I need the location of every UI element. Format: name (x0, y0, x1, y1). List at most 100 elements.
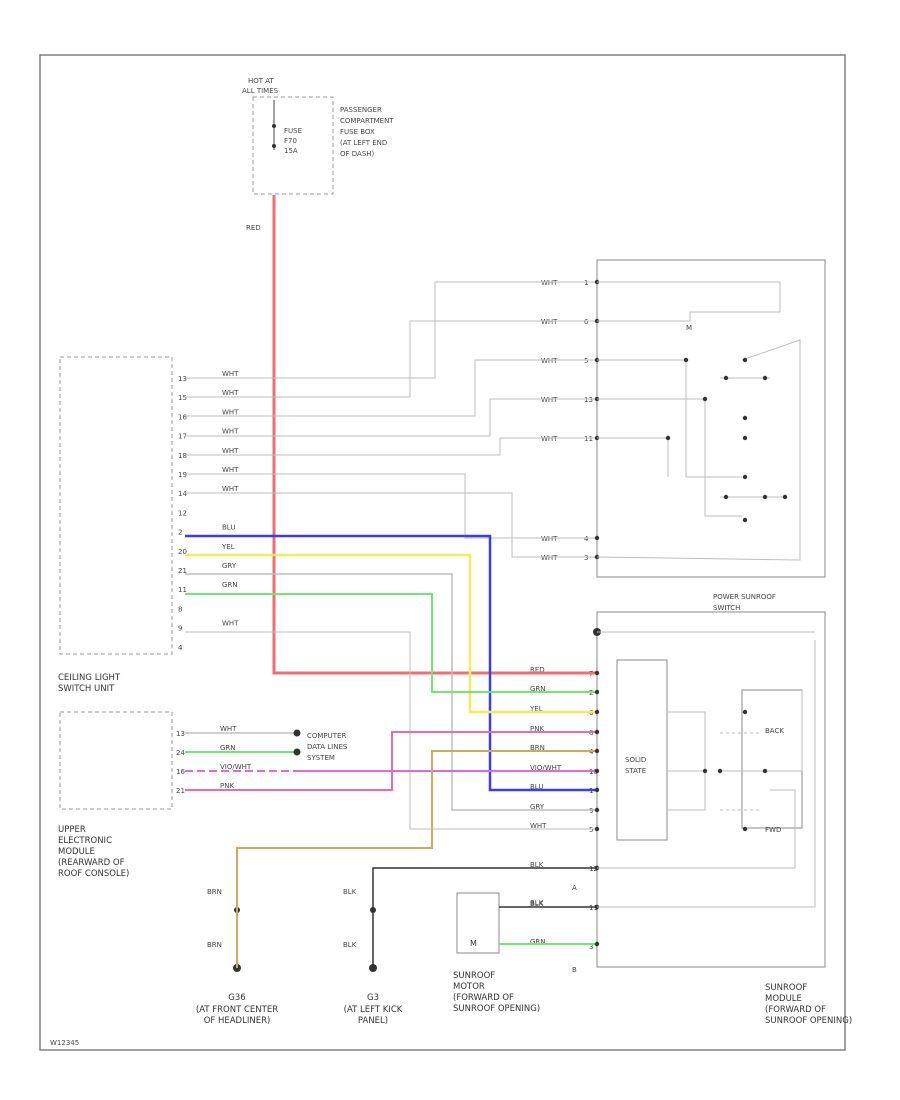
switch-title-line: POWER SUNROOF (713, 593, 776, 601)
ceiling-pin-number: 4 (178, 644, 183, 652)
module-pin-number: 3 (589, 943, 593, 951)
relay-back-label: BACK (765, 727, 784, 735)
switch-contact (782, 494, 788, 500)
module-caption-line: MODULE (765, 994, 802, 1004)
switch-terminal (594, 535, 600, 541)
module-pin-a: A (572, 884, 577, 892)
diagram-frame (39, 54, 846, 1051)
power-sunroof-switch-box (596, 259, 826, 578)
ceiling-light-pins: 13WHT15WHT16WHT17WHT18WHT19WHT14WHT122BL… (178, 370, 239, 652)
module-pin-number: 11 (589, 904, 598, 912)
ceiling-wire-label: WHT (222, 620, 239, 628)
switch-top-pin-number: 13 (584, 396, 593, 404)
ceiling-wire-label: WHT (222, 466, 239, 474)
module-terminal (594, 729, 600, 735)
module-caption-line: SUNROOF (765, 983, 807, 993)
ground-name: G3 (367, 993, 379, 1003)
solid-state-text: STATE (625, 767, 646, 775)
switch-internal-wire (596, 339, 801, 561)
green-wire (185, 593, 597, 693)
module-terminal (594, 689, 600, 695)
switch-contact (762, 375, 768, 381)
all-times-label: ALL TIMES (242, 87, 279, 95)
module-wire-label: RED (530, 666, 545, 674)
switch-contact (742, 435, 748, 441)
white-signal-wire (185, 281, 597, 379)
upper-caption-line: ELECTRONIC (58, 836, 112, 846)
ceiling-pin-number: 9 (178, 625, 182, 633)
upper-pin-number: 16 (176, 768, 185, 776)
ceiling-wire-label: WHT (222, 389, 239, 397)
switch-title-line: SWITCH (713, 604, 740, 612)
data-line-connector-icon (293, 729, 301, 737)
module-wire-label: BLK (530, 900, 544, 908)
ground-caption-line: (AT FRONT CENTER (196, 1005, 278, 1015)
module-wire-label: BLK (530, 861, 544, 869)
switch-top-pin-number: 11 (584, 435, 593, 443)
white-signal-wire (185, 473, 597, 539)
upper-pin-number: 13 (176, 730, 185, 738)
white-signal-wire (185, 492, 597, 558)
data-line-connector-icon (293, 748, 301, 756)
switch-contact (723, 494, 729, 500)
ceiling-wire-label: WHT (222, 428, 239, 436)
ceiling-caption-line: CEILING LIGHT (58, 673, 121, 683)
ceiling-pin-number: 11 (178, 586, 187, 594)
ground-caption-line: OF HEADLINER) (204, 1016, 271, 1026)
white-signal-wire (185, 398, 597, 437)
upper-caption-line: UPPER (58, 825, 86, 835)
module-contact (717, 768, 723, 774)
motor-label: M (470, 939, 477, 948)
ceiling-pin-number: 16 (178, 413, 187, 421)
ceiling-wire-label: GRN (222, 581, 238, 589)
module-pin-number: 5 (589, 826, 593, 834)
module-terminal (594, 709, 600, 715)
solid-state-text: SOLID (625, 756, 646, 764)
module-wire-label: VIO/WHT (530, 764, 562, 772)
ground-wire-label: BLK (343, 888, 357, 896)
ceiling-pin-number: 19 (178, 471, 187, 479)
ceiling-wire-label: WHT (222, 370, 239, 378)
switch-contact (762, 494, 768, 500)
module-terminal (594, 807, 600, 813)
ceiling-pin-number: 21 (178, 567, 187, 575)
ceiling-pin-number: 8 (178, 605, 182, 613)
white-signal-wire (185, 359, 597, 417)
module-caption-line: (FORWARD OF (765, 1005, 826, 1015)
switch-contact (665, 435, 671, 441)
module-contact (742, 709, 748, 715)
data-line-text: COMPUTER (307, 732, 346, 740)
switch-top-pin-number: 4 (584, 535, 589, 543)
module-terminal (594, 941, 600, 947)
fuse-box: HOT AT ALL TIMES FUSE F70 15A PASSENGERC… (242, 77, 394, 232)
solid-state-block (616, 659, 668, 841)
upper-electronic-module-outline (59, 711, 173, 810)
blue-wire (185, 534, 597, 792)
switch-top-wire-label: WHT (541, 554, 558, 562)
switch-top-wire-label: WHT (541, 435, 558, 443)
switch-top-wire-label: WHT (541, 535, 558, 543)
ground-name: G36 (228, 993, 245, 1003)
ceiling-wire-label: WHT (222, 485, 239, 493)
fuse-box-line: PASSENGER (340, 106, 382, 114)
data-line-text: SYSTEM (307, 754, 335, 762)
module-contact (702, 768, 708, 774)
ground-caption-line: PANEL) (358, 1016, 388, 1026)
ground-wire-label: BRN (207, 888, 222, 896)
relay-box (741, 689, 803, 829)
upper-caption-line: ROOF CONSOLE) (58, 869, 129, 879)
fuse-box-line: COMPARTMENT (340, 117, 394, 125)
module-pin-number: 12 (589, 865, 598, 873)
module-wire-label: BLU (530, 783, 543, 791)
ceiling-wire-label: GRY (222, 562, 237, 570)
ground-caption-line: (AT LEFT KICK (344, 1005, 403, 1015)
upper-wire-label: GRN (220, 744, 236, 752)
switch-top-pin-number: 5 (584, 357, 588, 365)
